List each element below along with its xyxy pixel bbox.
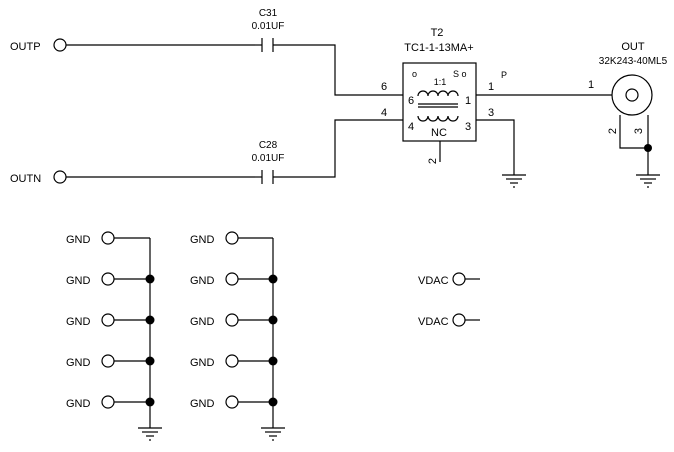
c31-capacitor	[255, 38, 274, 52]
t2-pin4-label: 4	[381, 107, 387, 119]
gnd-pin[interactable]	[225, 313, 239, 327]
gnd-pin[interactable]	[101, 354, 115, 368]
gnd-column-1: GND GND GND GND GND	[66, 231, 162, 441]
vdac-pin-1[interactable]	[452, 272, 466, 286]
outp-label: OUTP	[10, 41, 41, 53]
gnd-column-2: GND GND GND GND GND	[190, 231, 285, 441]
gnd-pin[interactable]	[225, 354, 239, 368]
c28-to-t2-wire	[273, 119, 405, 178]
gnd-pin[interactable]	[225, 231, 239, 245]
connector-ref: OUT	[621, 41, 645, 53]
gnd-pin[interactable]	[101, 395, 115, 409]
gnd-label: GND	[66, 234, 91, 246]
t2-pin3-label: 3	[488, 107, 494, 119]
t2-pin6-inner: 6	[408, 95, 414, 107]
gnd-label: GND	[190, 316, 215, 328]
connector-part: 32K243-40ML5	[599, 56, 668, 67]
outn-label: OUTN	[10, 173, 41, 185]
t2-pin6-label: 6	[381, 81, 387, 93]
t2-dot-secondary: S o	[453, 69, 467, 79]
connector-ground-symbol	[636, 174, 660, 188]
c31-ref: C31	[259, 8, 278, 19]
t2-pin3-inner: 3	[465, 121, 471, 133]
t2-ref: T2	[431, 27, 444, 39]
out-connector-symbol	[611, 74, 653, 116]
t2-pin1-label: 1	[488, 81, 494, 93]
t2-primary-winding	[417, 90, 459, 97]
gnd-pin[interactable]	[101, 272, 115, 286]
gnd-pin[interactable]	[101, 313, 115, 327]
connector-pin2-label: 2	[607, 128, 619, 134]
gnd-label: GND	[190, 398, 215, 410]
connector-pin3-label: 3	[633, 128, 645, 134]
gnd-label: GND	[190, 234, 215, 246]
t2-part: TC1-1-13MA+	[404, 42, 473, 54]
vdac-label-1: VDAC	[418, 275, 449, 287]
t2-pin4-inner: 4	[408, 121, 414, 133]
gnd-pin[interactable]	[225, 272, 239, 286]
gnd-label: GND	[66, 316, 91, 328]
t2-pin2-label: 2	[427, 158, 439, 164]
t2-pin1-inner: 1	[465, 95, 471, 107]
gnd-column-2-ground-symbol	[261, 427, 285, 441]
gnd-label: GND	[66, 357, 91, 369]
gnd-label: GND	[190, 357, 215, 369]
connector-pin1-label: 1	[588, 79, 594, 91]
gnd-pin[interactable]	[225, 395, 239, 409]
t2-ratio: 1:1	[434, 77, 447, 87]
vdac-label-2: VDAC	[418, 316, 449, 328]
t2-secondary-winding	[417, 115, 459, 122]
t2-dot-primary: o	[412, 69, 417, 79]
outp-port[interactable]	[53, 38, 67, 52]
c28-capacitor	[255, 170, 274, 184]
c28-ref: C28	[259, 140, 278, 151]
connector-junction	[644, 144, 652, 152]
t2-pin3-ground-wire	[476, 119, 515, 175]
c28-value: 0.01UF	[252, 153, 285, 164]
gnd-pin[interactable]	[101, 231, 115, 245]
t2-ground-symbol	[502, 174, 526, 188]
c31-value: 0.01UF	[252, 21, 285, 32]
vdac-pin-2[interactable]	[452, 313, 466, 327]
connector-pin2-wire	[619, 115, 648, 149]
c31-to-t2-wire	[273, 44, 405, 96]
gnd-label: GND	[190, 275, 215, 287]
gnd-column-1-ground-symbol	[138, 427, 162, 441]
net-p-label: P	[501, 70, 507, 80]
gnd-label: GND	[66, 275, 91, 287]
t2-body	[402, 62, 477, 142]
outn-port[interactable]	[53, 170, 67, 184]
gnd-label: GND	[66, 398, 91, 410]
t2-nc-label: NC	[431, 127, 447, 139]
